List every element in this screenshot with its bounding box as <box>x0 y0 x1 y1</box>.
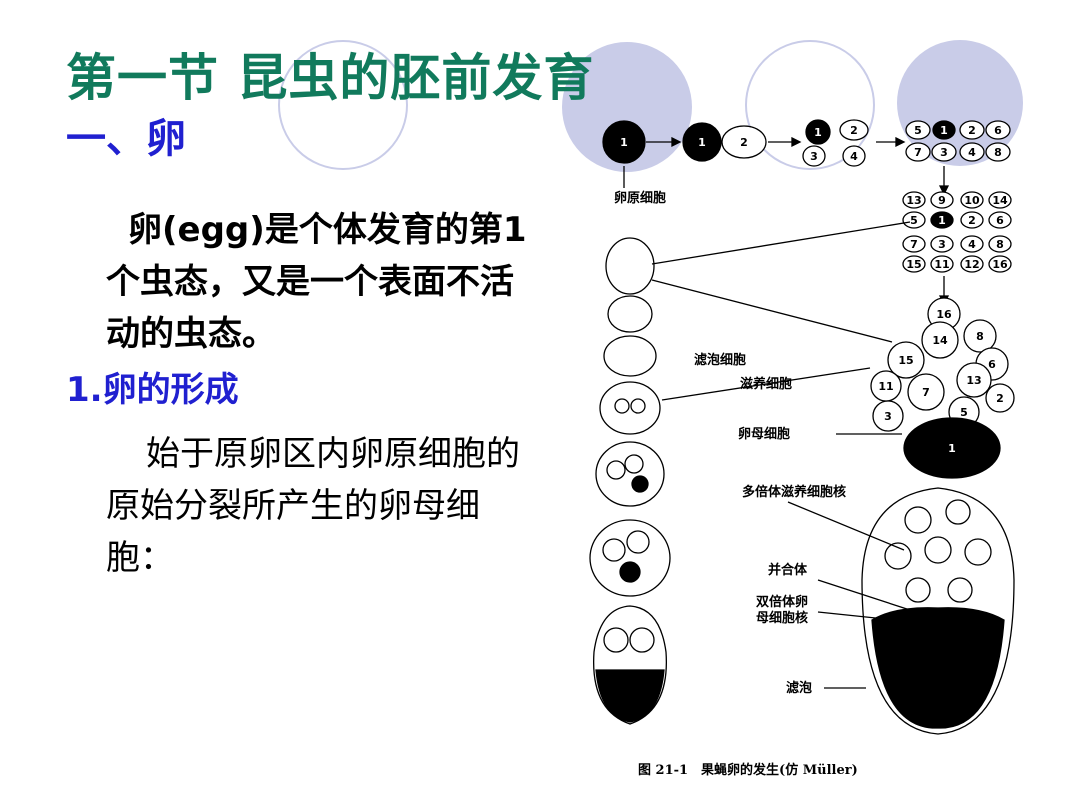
cell-number-label: 2 <box>740 136 748 149</box>
cell-number-label: 15 <box>906 258 921 271</box>
cell-number-label: 6 <box>988 358 996 371</box>
label-oocyte: 卵母细胞 <box>738 426 790 442</box>
sixteen-cell-grid <box>902 191 1012 273</box>
cell-number-label: 7 <box>910 238 918 251</box>
cell-number-label: 7 <box>922 386 930 399</box>
cell-number-label: 11 <box>934 258 949 271</box>
cell-number-label: 3 <box>884 410 892 423</box>
cell-number-label: 9 <box>938 194 946 207</box>
label-polyploid-nucleus: 多倍体滋养细胞核 <box>742 484 846 500</box>
cell-number-label: 1 <box>948 442 956 455</box>
cell-number-label: 4 <box>850 150 858 163</box>
label-follicle-cells: 滤泡细胞 <box>694 352 746 368</box>
point-heading: 1.卵的形成 <box>66 370 239 410</box>
cell-number-label: 14 <box>932 334 948 347</box>
cell-number-label: 4 <box>968 146 976 159</box>
cell-num: 1 <box>620 136 628 149</box>
cell-number-label: 8 <box>976 330 984 343</box>
cell-number-label: 10 <box>964 194 980 207</box>
cell-number-label: 13 <box>906 194 921 207</box>
cell-number-label: 14 <box>992 194 1008 207</box>
cell-number-label: 1 <box>938 214 946 227</box>
cell-number-label: 2 <box>968 214 976 227</box>
cell-number-label: 11 <box>878 380 893 393</box>
intro-paragraph: 卵(egg)是个体发育的第1个虫态，又是一个表面不活动的虫态。 <box>106 210 527 354</box>
cell-number-label: 5 <box>960 406 968 419</box>
point-paragraph: 始于原卵区内卵原细胞的原始分裂所产生的卵母细胞： <box>106 434 520 578</box>
cell-number-label: 16 <box>992 258 1008 271</box>
cell-number-label: 3 <box>810 150 818 163</box>
cell-number-label: 12 <box>964 258 979 271</box>
figure-caption: 图 21-1 果蝇卵的发生(仿 Müller) <box>638 762 858 778</box>
label-diploid-2: 母细胞核 <box>756 610 808 626</box>
cell-number-label: 3 <box>940 146 948 159</box>
label-oogonium: 卵原细胞 <box>614 190 666 206</box>
cell-number-label: 8 <box>994 146 1002 159</box>
cell-number-label: 7 <box>914 146 922 159</box>
deco-ring-2 <box>745 40 875 170</box>
egg-development-figure: 1 1 1 1 1 2 2 3 4 5 2 6 7 3 4 8 13 9 10 … <box>589 119 1015 778</box>
cell-number-label: 6 <box>994 124 1002 137</box>
cell-number-label: 2 <box>996 392 1004 405</box>
slide-title: 第一节 昆虫的胚前发育 <box>66 49 595 107</box>
cell-number-label: 16 <box>936 308 952 321</box>
cell-number-label: 1 <box>814 126 822 139</box>
cell-number-label: 2 <box>850 124 858 137</box>
cell-number-label: 5 <box>914 124 922 137</box>
cell-number-label: 3 <box>938 238 946 251</box>
cell-number-label: 13 <box>966 374 981 387</box>
label-follicle: 滤泡 <box>786 680 812 696</box>
cell-number-label: 5 <box>910 214 918 227</box>
cell-number-label: 2 <box>968 124 976 137</box>
cell-number-label: 8 <box>996 238 1004 251</box>
cell-number-label: 4 <box>968 238 976 251</box>
cell-number-label: 1 <box>940 124 948 137</box>
label-nurse-cells: 滋养细胞 <box>740 376 792 392</box>
cell-number-label: 6 <box>996 214 1004 227</box>
cell-number-label: 15 <box>898 354 913 367</box>
label-synaptic: 并合体 <box>768 562 808 578</box>
cell-number-label: 1 <box>698 136 706 149</box>
deco-ring-1 <box>278 40 408 170</box>
slide-subtitle: 一、卵 <box>66 116 186 162</box>
label-diploid-1: 双倍体卵 <box>756 594 808 610</box>
